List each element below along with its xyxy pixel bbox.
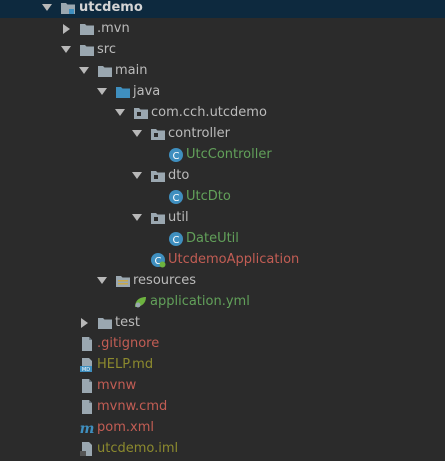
- tree-row-label: dto: [168, 168, 190, 183]
- tree-row-label: pom.xml: [97, 420, 154, 435]
- source-folder-icon: [115, 84, 131, 100]
- chevron-down-icon[interactable]: [42, 3, 52, 13]
- chevron-right-icon[interactable]: [79, 318, 89, 328]
- folder-icon: [97, 315, 113, 331]
- tree-row-dateutil[interactable]: C DateUtil: [0, 228, 445, 249]
- spring-config-icon: [132, 294, 148, 310]
- tree-row-pom-xml[interactable]: m pom.xml: [0, 417, 445, 438]
- chevron-down-icon[interactable]: [132, 129, 142, 139]
- chevron-down-icon[interactable]: [61, 45, 71, 55]
- tree-row-label: .mvn: [97, 21, 130, 36]
- svg-text:C: C: [155, 256, 162, 267]
- tree-row-package[interactable]: com.cch.utcdemo: [0, 102, 445, 123]
- markdown-file-icon: MD: [79, 357, 95, 373]
- tree-row-utcdemoapplication[interactable]: C UtcdemoApplication: [0, 249, 445, 270]
- java-class-icon: C: [168, 147, 184, 163]
- tree-row-util[interactable]: util: [0, 207, 445, 228]
- spring-boot-class-icon: C: [150, 252, 166, 268]
- tree-row-utcdemo-iml[interactable]: utcdemo.iml: [0, 438, 445, 459]
- file-icon: [79, 399, 95, 415]
- chevron-down-icon[interactable]: [132, 171, 142, 181]
- tree-row-label: mvnw.cmd: [97, 399, 168, 414]
- tree-row-java[interactable]: java: [0, 81, 445, 102]
- file-icon: [79, 378, 95, 394]
- tree-row-label: HELP.md: [97, 357, 154, 372]
- tree-row-utcdemo[interactable]: utcdemo: [0, 0, 445, 18]
- tree-row-label: java: [133, 84, 161, 99]
- folder-icon: [97, 63, 113, 79]
- tree-row-label: main: [115, 63, 148, 78]
- svg-text:C: C: [173, 151, 180, 162]
- iml-file-icon: [79, 441, 95, 457]
- tree-row-label: application.yml: [150, 294, 250, 309]
- svg-text:m: m: [80, 421, 95, 436]
- chevron-down-icon[interactable]: [97, 87, 107, 97]
- tree-row-test[interactable]: test: [0, 312, 445, 333]
- chevron-down-icon[interactable]: [132, 213, 142, 223]
- tree-row-utcdto[interactable]: C UtcDto: [0, 186, 445, 207]
- tree-row-label: utcdemo: [79, 0, 143, 15]
- tree-row-label: UtcDto: [186, 189, 231, 204]
- tree-row-label: UtcdemoApplication: [168, 252, 300, 267]
- tree-row-controller[interactable]: controller: [0, 123, 445, 144]
- tree-row-label: com.cch.utcdemo: [151, 105, 267, 120]
- tree-row-label: controller: [168, 126, 231, 141]
- tree-row-label: util: [168, 210, 189, 225]
- tree-row-resources[interactable]: resources: [0, 270, 445, 291]
- tree-row-application-yml[interactable]: application.yml: [0, 291, 445, 312]
- file-icon: [79, 336, 95, 352]
- tree-row-label: src: [97, 42, 116, 57]
- tree-row-label: mvnw: [97, 378, 137, 393]
- package-icon: [150, 126, 166, 142]
- tree-row-label: .gitignore: [97, 336, 160, 351]
- tree-row-dto[interactable]: dto: [0, 165, 445, 186]
- resources-folder-icon: [115, 273, 131, 289]
- svg-text:C: C: [173, 193, 180, 204]
- java-class-icon: C: [168, 231, 184, 247]
- chevron-down-icon[interactable]: [79, 66, 89, 76]
- java-class-icon: C: [168, 189, 184, 205]
- package-icon: [133, 105, 149, 121]
- tree-row-label: resources: [133, 273, 197, 288]
- tree-row-mvnw-cmd[interactable]: mvnw.cmd: [0, 396, 445, 417]
- tree-row-help-md[interactable]: MD HELP.md: [0, 354, 445, 375]
- folder-icon: [79, 42, 95, 58]
- package-icon: [150, 210, 166, 226]
- chevron-right-icon[interactable]: [61, 24, 71, 34]
- chevron-down-icon[interactable]: [115, 108, 125, 118]
- tree-row-mvnw[interactable]: mvnw: [0, 375, 445, 396]
- tree-row-mvn[interactable]: .mvn: [0, 18, 445, 39]
- tree-row-label: DateUtil: [186, 231, 239, 246]
- maven-icon: m: [79, 420, 95, 437]
- tree-row-label: UtcController: [186, 147, 272, 162]
- package-icon: [150, 168, 166, 184]
- module-folder-icon: [60, 0, 76, 16]
- svg-text:C: C: [173, 235, 180, 246]
- tree-row-label: utcdemo.iml: [97, 441, 179, 456]
- chevron-down-icon[interactable]: [97, 276, 107, 286]
- tree-row-src[interactable]: src: [0, 39, 445, 60]
- tree-row-label: test: [115, 315, 140, 330]
- tree-row-gitignore[interactable]: .gitignore: [0, 333, 445, 354]
- tree-row-main[interactable]: main: [0, 60, 445, 81]
- tree-row-utccontroller[interactable]: C UtcController: [0, 144, 445, 165]
- svg-text:MD: MD: [82, 367, 90, 373]
- folder-icon: [79, 21, 95, 37]
